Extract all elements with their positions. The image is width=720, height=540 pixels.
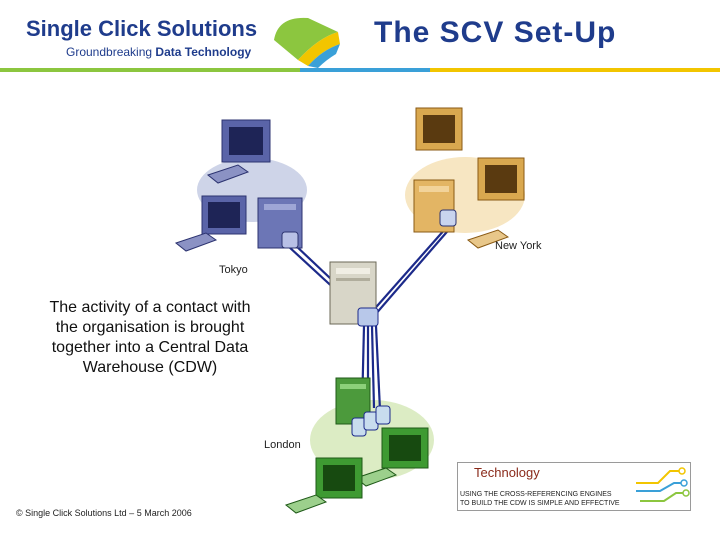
brand-tagline: Groundbreaking Data Technology [66,45,251,59]
technology-box: Technology USING THE CROSS-REFERENCING E… [457,462,691,511]
header-bar-yellow [430,68,720,72]
london-zone [310,400,434,480]
technology-subtitle: USING THE CROSS-REFERENCING ENGINES TO B… [460,490,620,508]
tokyo-server-icon [257,197,303,249]
brand-logo-icon [274,17,340,68]
new-york-monitor-icon [415,107,463,151]
tokyo-zone [197,158,307,222]
header-bar-green [0,68,300,72]
new-york-monitor-icon [466,157,525,249]
connection-lines [287,225,453,412]
technology-subtitle-line1: USING THE CROSS-REFERENCING ENGINES [460,491,612,498]
header-bar-blue [300,68,430,72]
technology-title: Technology [474,465,540,480]
description-text: The activity of a contact with the organ… [49,299,251,376]
tokyo-monitor-icon [174,195,247,252]
tagline-part1: Groundbreaking [66,45,153,59]
new-york-zone [405,157,525,233]
london-monitor-icon [354,427,429,487]
technology-subtitle-line2: TO BUILD THE CDW IS SIMPLE AND EFFECTIVE [460,500,620,507]
new-york-server-icon [413,179,457,233]
city-label-london: London [264,439,301,451]
tagline-part2: Data Technology [155,45,252,59]
header: Single Click Solutions Groundbreaking Da… [0,0,720,68]
london-server-icon [335,377,391,437]
brand-name-part1: Single Click [26,16,151,41]
london-monitor-icon [284,457,363,514]
tokyo-monitor-icon [206,119,271,184]
city-label-new-york: New York [495,240,542,252]
slide-title: The SCV Set-Up [374,16,617,49]
circuit-icon [636,467,690,502]
city-label-tokyo: Tokyo [219,264,248,276]
footer-copyright: © Single Click Solutions Ltd – 5 March 2… [16,508,192,518]
central-server-icon [329,261,379,327]
brand-name-part2: Solutions [156,16,258,41]
brand-name: Single Click Solutions [26,16,257,42]
